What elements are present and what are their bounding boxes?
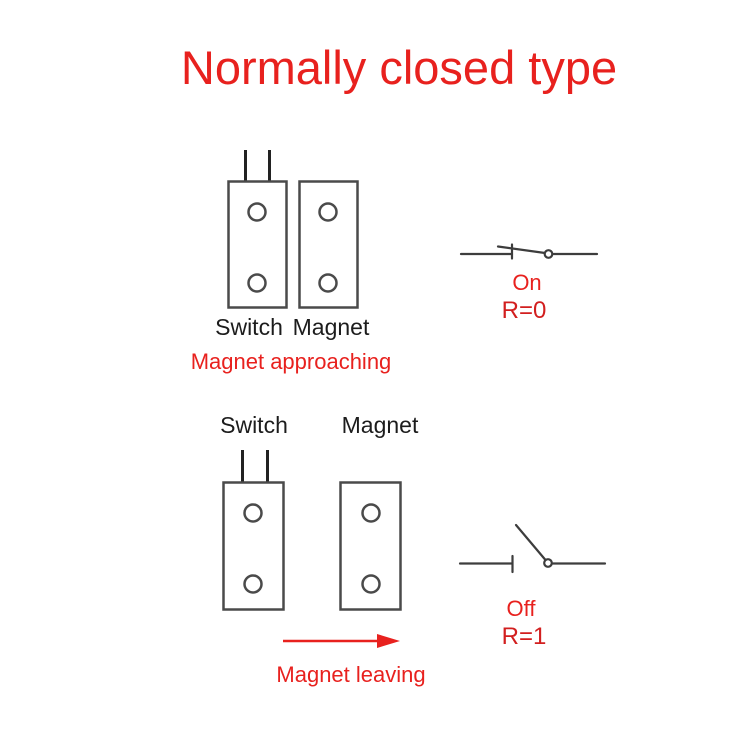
resistance-r0-label: R=0 bbox=[501, 297, 547, 324]
caption-magnet-leaving: Magnet leaving bbox=[276, 662, 426, 687]
magnet-body bbox=[339, 481, 402, 611]
switch-body bbox=[222, 481, 285, 611]
magnet-bottom-icon bbox=[339, 481, 402, 611]
state-off-label: Off bbox=[506, 596, 536, 621]
closed-switch-symbol-icon bbox=[459, 243, 599, 260]
mounting-hole-icon bbox=[361, 574, 381, 594]
pivot-contact bbox=[543, 249, 554, 259]
resistance-r1-label: R=1 bbox=[501, 623, 547, 650]
mounting-hole-icon bbox=[247, 202, 267, 222]
switch-label-top: Switch bbox=[215, 314, 283, 340]
caption-magnet-approaching: Magnet approaching bbox=[190, 349, 392, 374]
mounting-hole-icon bbox=[361, 503, 381, 523]
state-on-label: On bbox=[512, 270, 542, 295]
reed-switch-bottom-icon bbox=[222, 450, 285, 611]
magnet-label-bottom: Magnet bbox=[341, 412, 419, 438]
arrow-head bbox=[377, 634, 400, 648]
mounting-hole-icon bbox=[318, 273, 338, 293]
magnet-body bbox=[298, 180, 359, 309]
mounting-hole-icon bbox=[247, 273, 267, 293]
mounting-hole-icon bbox=[243, 503, 263, 523]
pivot-contact bbox=[543, 558, 553, 568]
reed-switch-top-icon bbox=[227, 150, 288, 309]
switch-blade-closed bbox=[496, 245, 547, 255]
page-title: Normally closed type bbox=[180, 41, 618, 94]
open-switch-symbol-icon bbox=[458, 523, 607, 574]
switch-label-bottom: Switch bbox=[220, 412, 288, 438]
mounting-hole-icon bbox=[318, 202, 338, 222]
right-arrow-icon bbox=[283, 634, 400, 648]
switch-blade-open bbox=[514, 523, 547, 562]
magnet-label-top: Magnet bbox=[292, 314, 370, 340]
mounting-hole-icon bbox=[243, 574, 263, 594]
magnet-top-icon bbox=[298, 180, 359, 309]
switch-body bbox=[227, 180, 288, 309]
